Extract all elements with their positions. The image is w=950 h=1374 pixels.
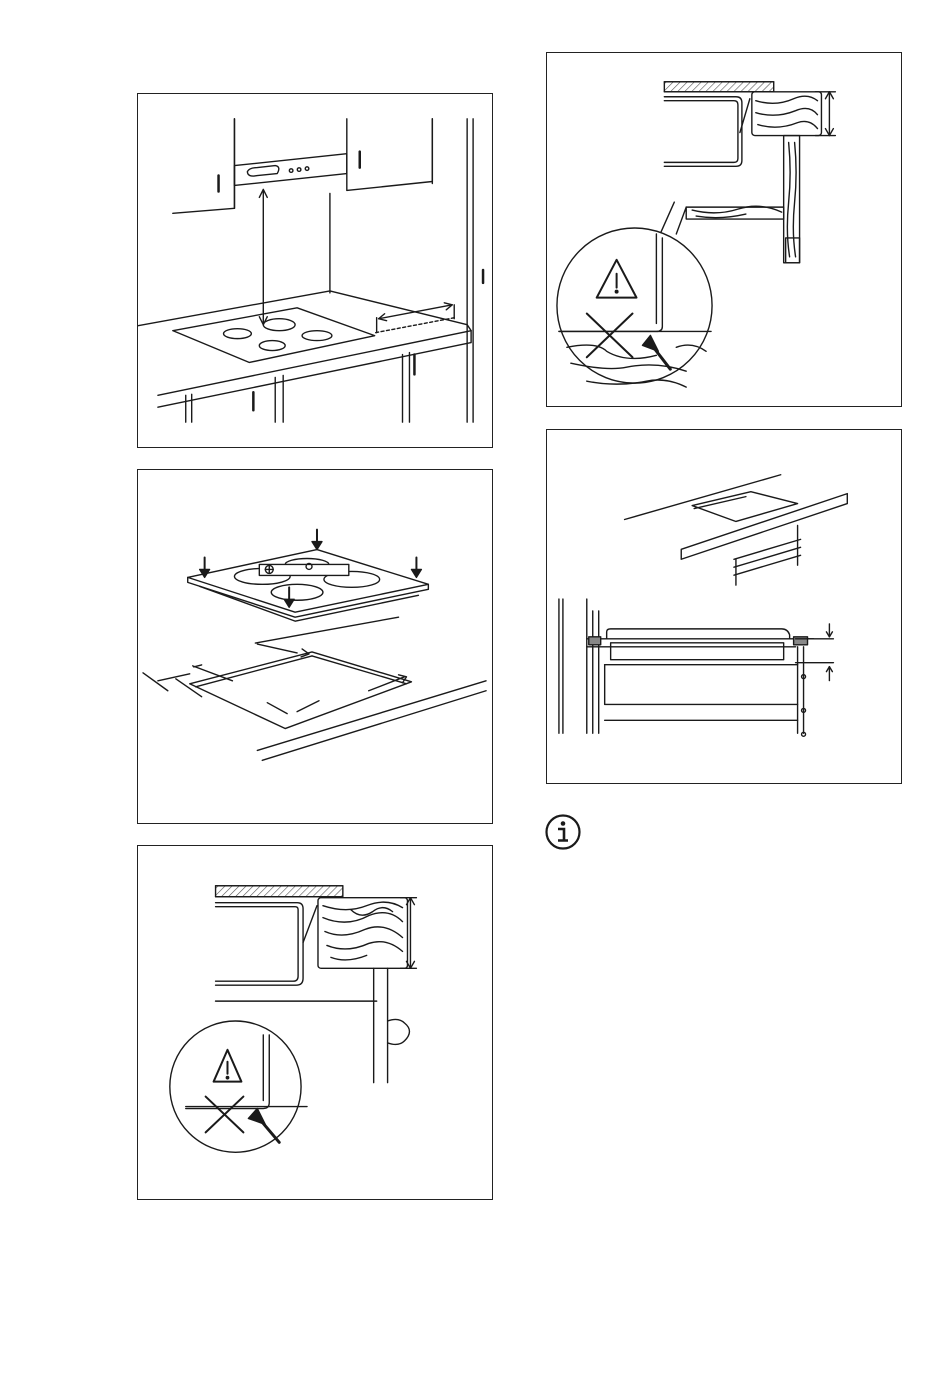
installation-overview-figure — [137, 93, 493, 448]
section-view-figure — [546, 429, 902, 784]
info-icon — [544, 813, 582, 851]
side-edge-check-rear-figure — [546, 52, 902, 407]
side-edge-check-front-figure — [137, 845, 493, 1200]
hob-into-cutout-figure — [137, 469, 493, 824]
